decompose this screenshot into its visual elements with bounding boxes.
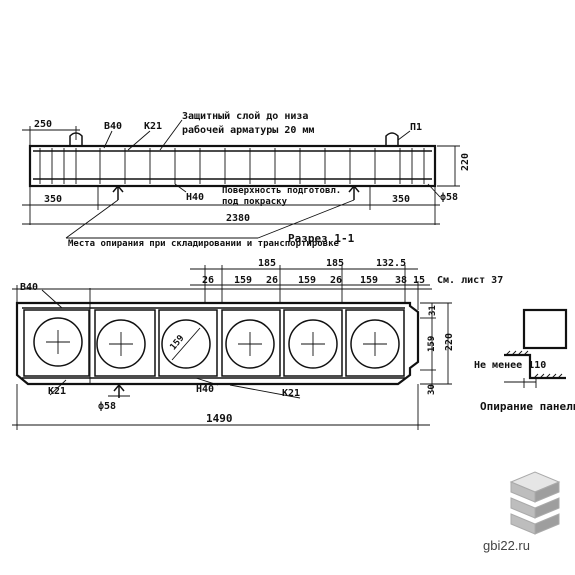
note-min-bearing: Не менее 110 bbox=[474, 360, 546, 371]
void-circle-4 bbox=[225, 319, 275, 369]
mark-p1: П1 bbox=[410, 122, 422, 133]
support-arrow-left bbox=[112, 184, 124, 200]
mark-n40: Н40 bbox=[186, 192, 204, 203]
note-surface-2: под покраску bbox=[222, 197, 288, 207]
note-protective-layer-2: рабочей арматуры 20 мм bbox=[182, 124, 314, 136]
dim-26-c: 26 bbox=[330, 275, 342, 286]
support-arrow-right bbox=[348, 184, 360, 200]
void-circle-6 bbox=[350, 319, 400, 369]
section-mark-k21-right: К21 bbox=[282, 388, 300, 399]
support-panel-block bbox=[522, 308, 568, 350]
dim-159-a: 159 bbox=[234, 275, 252, 286]
dim-1490: 1490 bbox=[206, 412, 233, 425]
void-circle-5 bbox=[288, 319, 338, 369]
lifting-loop-right bbox=[385, 132, 399, 147]
panel-elevation-outline bbox=[28, 144, 437, 188]
section-label: Разрез 1-1 bbox=[288, 232, 355, 245]
cross-section-view: В40 185 185 132.5 26 159 26 159 26 159 3… bbox=[12, 258, 503, 430]
section-mark-n40: Н40 bbox=[196, 384, 214, 395]
dim-350-right: 350 bbox=[392, 194, 410, 205]
ref-sheet-37: См. лист 37 bbox=[437, 275, 503, 286]
mark-hole-elev: ф58 bbox=[440, 191, 458, 203]
stirrups bbox=[39, 148, 425, 184]
note-surface-1: Поверхность подготовл. bbox=[222, 186, 341, 196]
void-diameter-label: 159 bbox=[168, 334, 186, 353]
section-mark-hole: ф58 bbox=[98, 400, 116, 412]
section-mark-k21-left: К21 bbox=[48, 386, 66, 397]
dim-26-a: 26 bbox=[202, 275, 214, 286]
dim-350-left: 350 bbox=[44, 194, 62, 205]
dim-31: 31 bbox=[428, 305, 438, 316]
dim-185-a: 185 bbox=[258, 258, 276, 269]
dim-159-right: 159 bbox=[427, 336, 437, 352]
dim-30: 30 bbox=[427, 384, 437, 395]
note-protective-layer-1: Защитный слой до низа bbox=[182, 110, 308, 122]
dim-220-elev: 220 bbox=[460, 153, 471, 171]
dim-185-b: 185 bbox=[326, 258, 344, 269]
stacked-slabs-icon bbox=[509, 471, 561, 535]
void-circle-2 bbox=[96, 319, 146, 369]
section-mark-b40: В40 bbox=[20, 282, 38, 293]
dim-159-c: 159 bbox=[360, 275, 378, 286]
void-circle-1 bbox=[33, 317, 83, 367]
support-wall bbox=[504, 353, 566, 380]
panel-section-outline bbox=[15, 301, 420, 386]
elevation-view: 250 В40 К21 Защитный слой до низа рабоче… bbox=[22, 110, 471, 249]
voids bbox=[23, 309, 405, 377]
mark-b40-top: В40 bbox=[104, 121, 122, 132]
dim-250: 250 bbox=[34, 119, 52, 130]
void-circle-3 bbox=[161, 319, 211, 369]
mark-k21-top: К21 bbox=[144, 121, 162, 132]
dim-38: 38 bbox=[395, 275, 407, 286]
dim-2380: 2380 bbox=[226, 213, 250, 224]
dim-220-section: 220 bbox=[444, 333, 455, 351]
dim-26-b: 26 bbox=[266, 275, 278, 286]
note-supports: Места опирания при складировании и транс… bbox=[68, 239, 340, 249]
dim-15: 15 bbox=[413, 275, 425, 286]
watermark-site: gbi22.ru bbox=[483, 538, 530, 553]
support-caption: Опирание панели. bbox=[480, 400, 575, 413]
dim-132-5: 132.5 bbox=[376, 258, 406, 269]
support-detail: Не менее 110 Опирание панели. bbox=[474, 308, 575, 413]
dim-159-b: 159 bbox=[298, 275, 316, 286]
